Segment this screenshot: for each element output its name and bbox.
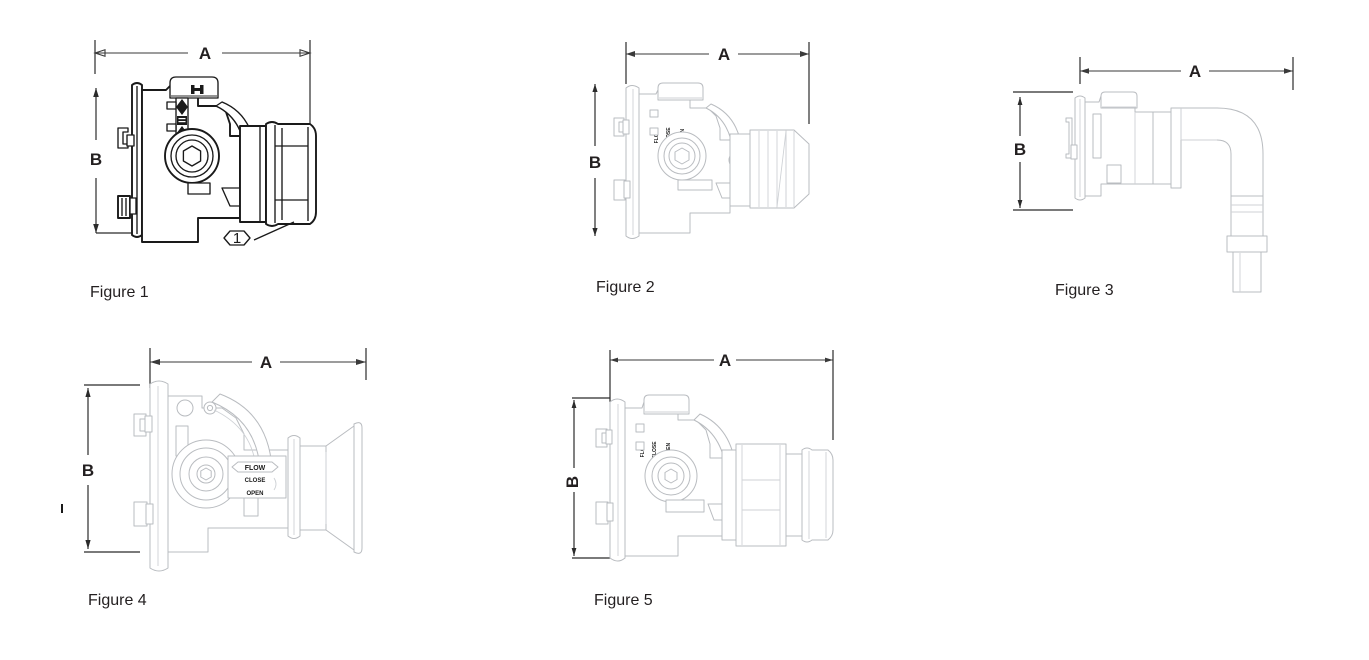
figure-2: A B FLOW CLOSE [578, 28, 838, 296]
figure-2-drawing: A B FLOW CLOSE [589, 42, 810, 239]
dim-label-a: A [260, 353, 272, 372]
dim-label-b: B [90, 150, 102, 169]
dimension-a-figure-1: A [93, 40, 312, 126]
figure-1-drawing: A B [90, 40, 317, 247]
figure-1: A B [70, 28, 360, 301]
dim-label-b: B [589, 153, 601, 172]
close-label: CLOSE [652, 441, 658, 459]
dimension-a-figure-3: A [1079, 57, 1294, 90]
dim-label-a: A [199, 44, 211, 63]
figure-2-caption: Figure 2 [596, 279, 655, 296]
dim-label-b: B [563, 476, 582, 488]
figure-5-caption: Figure 5 [594, 592, 653, 609]
callout-item-1: 1 [223, 221, 295, 247]
dim-label-a: A [1189, 62, 1201, 81]
dim-label-a: A [719, 351, 731, 370]
dimension-b-figure-3: B [1013, 91, 1073, 211]
dimension-a-figure-4: A [149, 348, 367, 388]
flow-label: FLOW [654, 128, 660, 143]
valve-assembly-figure-5: FLOW CLOSE OPEN [595, 394, 834, 562]
valve-assembly-figure-1 [117, 76, 317, 243]
figure-3-caption: Figure 3 [1055, 282, 1114, 299]
dim-label-a: A [718, 45, 730, 64]
callout-number: 1 [233, 230, 241, 247]
valve-assembly-figure-3 [1065, 91, 1268, 293]
dimension-a-figure-2: A [625, 42, 810, 124]
figure-1-caption: Figure 1 [90, 284, 149, 301]
figure-3: A B [995, 50, 1315, 299]
valve-assembly-figure-2: FLOW CLOSE OPEN [613, 82, 810, 239]
dim-label-b: B [1014, 140, 1026, 159]
valve-assembly-figure-4: FLOW CLOSE OPEN [133, 380, 363, 572]
dimension-b-figure-5: B [563, 397, 610, 559]
figure-5: A B FLOW CLO [556, 340, 876, 609]
figure-4-drawing: A B [82, 348, 367, 572]
lock-marking-icon [191, 85, 204, 94]
figure-3-drawing: A B [1013, 57, 1294, 293]
stray-mark [61, 504, 63, 513]
dim-label-b: B [82, 461, 94, 480]
figure-4: A B [72, 340, 372, 609]
flow-label: FLOW [245, 465, 266, 472]
figure-4-caption: Figure 4 [88, 592, 147, 609]
open-label: OPEN [246, 491, 263, 497]
dimension-b-figure-4: B [82, 384, 140, 553]
dimension-a-figure-5: A [609, 350, 834, 440]
dimension-b-figure-2: B [589, 84, 601, 236]
close-label: CLOSE [245, 478, 266, 484]
flow-indicator-group: FLOW CLOSE OPEN [231, 461, 279, 497]
figure-5-drawing: A B FLOW CLO [563, 350, 834, 562]
